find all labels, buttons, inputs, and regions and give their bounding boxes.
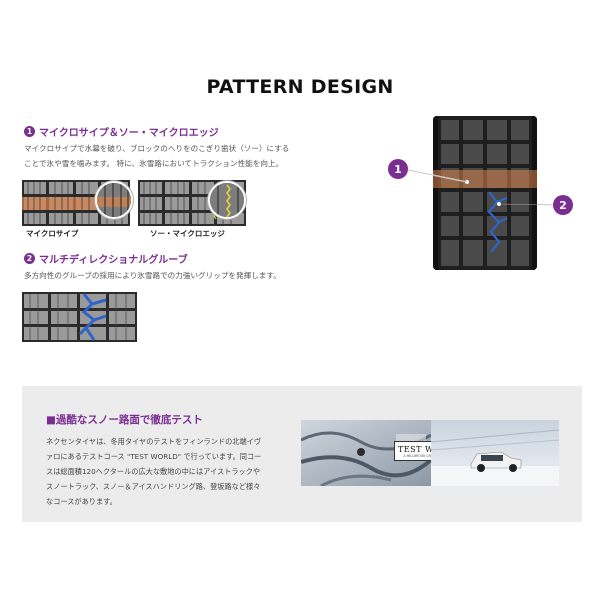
car-icon — [470, 451, 522, 472]
test-panel-text: ネクセンタイヤは、冬用タイヤのテストをフィンランドの北端イヴ ァロにあるテストコ… — [46, 434, 286, 509]
micro-sipe-zoom-circle — [95, 181, 133, 219]
section2-number-badge: 2 — [24, 253, 35, 264]
saw-micro-edge-zoom-circle — [208, 181, 246, 219]
page-title: PATTERN DESIGN — [206, 76, 394, 98]
section1-heading: 1 マイクロサイプ＆ソー・マイクロエッジ — [24, 124, 219, 139]
test-panel-text-line2: ァロにあるテストコース "TEST WORLD" で行っています。同コー — [46, 452, 262, 461]
test-world-logo-sub: A MILLBROOK GROUP COMPANY — [403, 453, 455, 458]
test-panel-text-line4: スノートラック、スノー＆アイスハンドリング路、登坂路など様々 — [46, 482, 261, 491]
test-world-logo-text: TEST WORLD — [397, 444, 461, 454]
section2-heading: 2 マルチディレクショナルグルーブ — [24, 251, 188, 266]
tire-callout-1: 1 — [388, 159, 408, 179]
test-panel-heading: ■過酷なスノー路面で徹底テスト — [46, 414, 203, 426]
section2-description: 多方向性のグルーブの採用により氷雪路での力強いグリップを発揮します。 — [24, 271, 281, 280]
test-panel-text-line1: ネクセンタイヤは、冬用タイヤのテストをフィンランドの北端イヴ — [46, 437, 262, 446]
section1-description: マイクロサイプで水幕を破り、ブロックのへりをのこぎり歯状（ソー）にする ことで氷… — [24, 141, 289, 171]
test-panel-text-line5: なコースがあります。 — [46, 497, 117, 506]
saw-micro-edge-caption: ソー・マイクロエッジ — [150, 229, 225, 238]
section1-description-line2: ことで氷や雪を噛みます。 特に、氷雪路においてトラクション性能を向上。 — [24, 159, 284, 168]
tire-callout-2: 2 — [553, 195, 573, 215]
snow-hall-car-photo — [431, 420, 559, 486]
section1-number-badge: 1 — [24, 126, 35, 137]
tire-tread-image — [433, 116, 537, 270]
section2-heading-text: マルチディレクショナルグルーブ — [39, 255, 188, 266]
section1-description-line1: マイクロサイプで水幕を破り、ブロックのへりをのこぎり歯状（ソー）にする — [24, 144, 290, 153]
test-panel-text-line3: スは総面積120ヘクタールの広大な敷地の中にはアイストラックや — [46, 467, 261, 476]
micro-sipe-caption: マイクロサイプ — [26, 229, 79, 238]
section1-heading-text: マイクロサイプ＆ソー・マイクロエッジ — [39, 128, 219, 139]
multi-directional-groove-image — [22, 292, 137, 342]
